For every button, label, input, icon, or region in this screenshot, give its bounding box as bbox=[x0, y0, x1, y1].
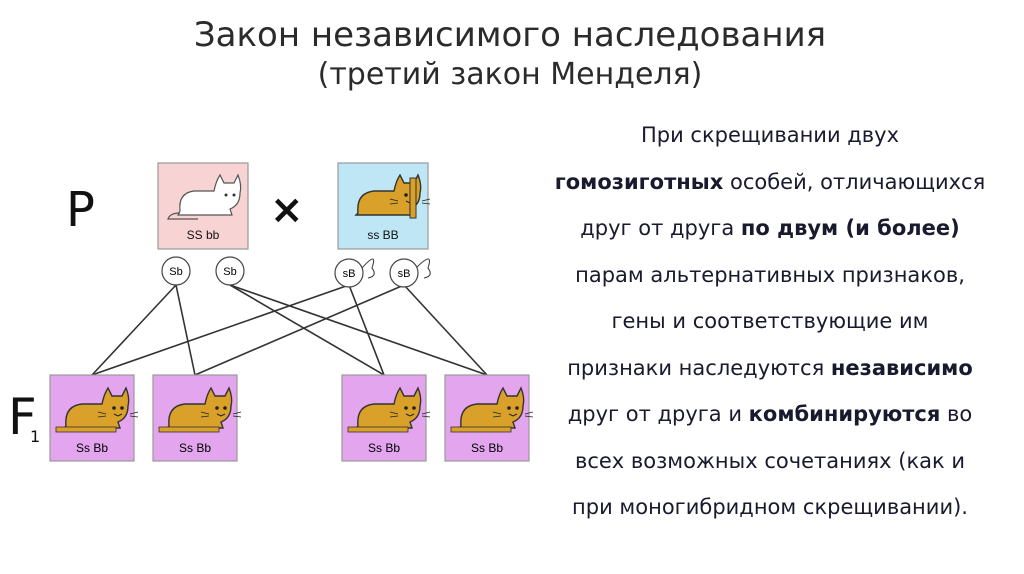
offspring-card-1: Ss Bb bbox=[49, 374, 139, 462]
offspring-1-genotype: Ss Bb bbox=[76, 441, 108, 455]
offspring-card-2: Ss Bb bbox=[152, 374, 242, 462]
desc-text: особей, отличающихся bbox=[723, 169, 986, 194]
desc-line-6: признаки наследуются независимо bbox=[520, 345, 1020, 392]
offspring-3-genotype: Ss Bb bbox=[368, 441, 400, 455]
desc-bold: независимо bbox=[830, 355, 973, 380]
desc-line-5: гены и соответствующие им bbox=[520, 298, 1020, 345]
gamete-2: Sb bbox=[215, 256, 245, 286]
gamete-2-label: Sb bbox=[223, 266, 236, 278]
desc-line-1: При скрещивании двух bbox=[520, 112, 1020, 159]
parent-2-genotype: ss BB bbox=[367, 228, 398, 242]
offspring-card-4: Ss Bb bbox=[444, 374, 534, 462]
parent-card-2: ss BB bbox=[337, 162, 431, 250]
offspring-2-genotype: Ss Bb bbox=[179, 441, 211, 455]
offspring-4-genotype: Ss Bb bbox=[471, 441, 503, 455]
desc-text: друг от друга bbox=[580, 216, 741, 240]
parents-generation-label: P bbox=[66, 182, 95, 238]
title-main: Закон независимого наследования bbox=[193, 15, 827, 55]
law-description: При скрещивании двух гомозиготных особей… bbox=[520, 112, 1020, 531]
desc-text: При скрещивании двух bbox=[640, 123, 900, 147]
title-sub: (третий закон Менделя) bbox=[317, 57, 703, 92]
gamete-1-label: Sb bbox=[169, 266, 182, 278]
desc-line-9: при моногибридном скрещивании). bbox=[520, 484, 1020, 531]
desc-line-2: гомозиготных особей, отличающихся bbox=[520, 159, 1020, 206]
page-title: Закон независимого наследования (третий … bbox=[120, 14, 900, 94]
cross-diagram: P × F 1 bbox=[8, 162, 534, 462]
desc-line-4: парам альтернативных признаков, bbox=[520, 252, 1020, 299]
desc-line-7: друг от друга и комбинируются во bbox=[520, 391, 1020, 438]
desc-line-3: друг от друга по двум (и более) bbox=[520, 205, 1020, 252]
gamete-3: sB bbox=[334, 258, 375, 288]
desc-bold: комбинируются bbox=[748, 402, 941, 426]
gamete-4-label: sB bbox=[398, 268, 411, 280]
desc-bold: гомозиготных bbox=[554, 169, 724, 194]
desc-text: во bbox=[940, 402, 973, 426]
desc-text: друг от друга и bbox=[567, 402, 749, 426]
desc-line-8: всех возможных сочетаниях (как и bbox=[520, 438, 1020, 485]
desc-text: парам альтернативных признаков, bbox=[575, 262, 965, 287]
diagram-svg: SS bb ss BB Sb Sb sB sB bbox=[49, 162, 534, 462]
connection-lines bbox=[91, 284, 488, 376]
parent-card-1: SS bb bbox=[157, 162, 249, 250]
cross-sign: × bbox=[270, 187, 304, 233]
desc-text: гены и соответствующие им bbox=[611, 309, 929, 333]
f1-generation-label: F bbox=[8, 388, 37, 446]
offspring-card-3: Ss Bb bbox=[341, 374, 431, 462]
gamete-1: Sb bbox=[161, 256, 191, 286]
desc-bold: по двум (и более) bbox=[740, 216, 960, 240]
gamete-3-label: sB bbox=[343, 268, 356, 280]
parent-1-genotype: SS bb bbox=[187, 228, 220, 242]
gamete-4: sB bbox=[389, 258, 431, 288]
desc-text: всех возможных сочетаниях (как и bbox=[574, 448, 966, 473]
desc-text: при моногибридном скрещивании). bbox=[572, 495, 968, 519]
f1-generation-subscript: 1 bbox=[30, 427, 41, 446]
desc-text: признаки наследуются bbox=[567, 355, 831, 380]
